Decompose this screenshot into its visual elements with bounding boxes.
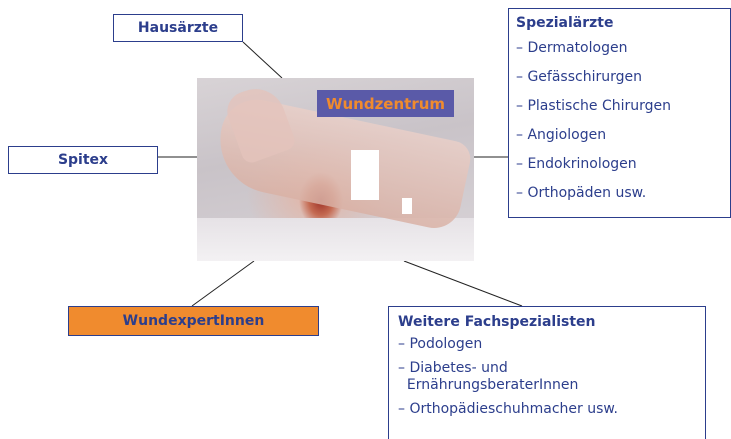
node-wundexpertinnen-label: WundexpertInnen — [123, 313, 265, 329]
node-hausaerzte-label: Hausärzte — [138, 20, 218, 36]
node-hausaerzte: Hausärzte — [113, 14, 243, 42]
weitere-item: – Orthopädieschuhmacher usw. — [398, 401, 705, 418]
photo-bandage — [351, 150, 379, 200]
weitere-item: – Diabetes- und — [398, 360, 705, 377]
node-spitex: Spitex — [8, 146, 158, 174]
connector-weitere — [404, 261, 522, 306]
spezialaerzte-item: – Angiologen — [516, 126, 730, 144]
photo-bandage-small — [402, 198, 412, 214]
node-spitex-label: Spitex — [58, 152, 108, 168]
node-weitere-fachspezialisten: Weitere Fachspezialisten – Podologen – D… — [388, 306, 706, 439]
spezialaerzte-item: – Dermatologen — [516, 39, 730, 57]
weitere-item: – Podologen — [398, 336, 705, 353]
connector-wundexpertinnen — [192, 261, 254, 306]
center-label-text: Wundzentrum — [326, 95, 445, 113]
weitere-item: ErnährungsberaterInnen — [398, 377, 705, 394]
node-spezialaerzte: Spezialärzte – Dermatologen – Gefässchir… — [508, 8, 731, 218]
node-wundexpertinnen: WundexpertInnen — [68, 306, 319, 336]
spezialaerzte-item: – Orthopäden usw. — [516, 184, 730, 202]
connector-hausaerzte — [243, 42, 282, 78]
spezialaerzte-item: – Gefässchirurgen — [516, 68, 730, 86]
weitere-title: Weitere Fachspezialisten — [398, 314, 705, 330]
center-label-wundzentrum: Wundzentrum — [317, 90, 454, 117]
spezialaerzte-item: – Endokrinologen — [516, 155, 730, 173]
spezialaerzte-item: – Plastische Chirurgen — [516, 97, 730, 115]
spezialaerzte-title: Spezialärzte — [516, 15, 730, 31]
